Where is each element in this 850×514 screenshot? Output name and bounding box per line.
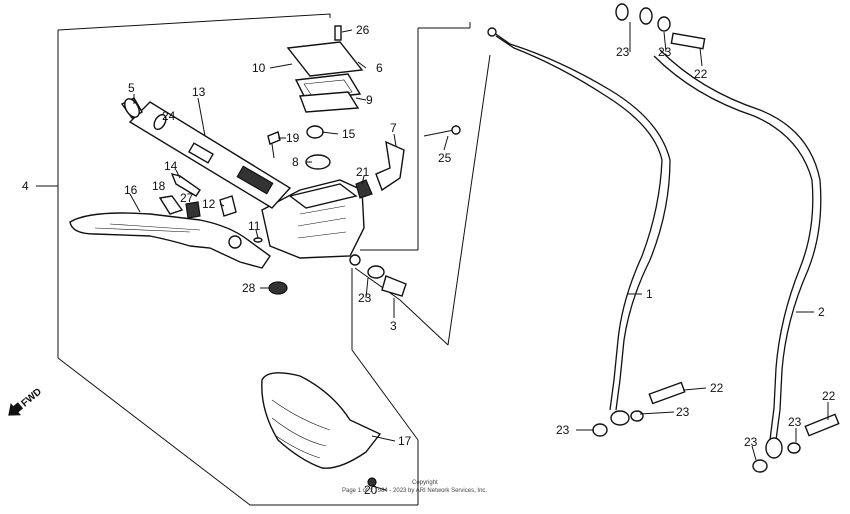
callout-7: 7 xyxy=(390,121,397,135)
callout-12: 12 xyxy=(202,197,216,211)
callout-22-b: 22 xyxy=(710,381,724,395)
reservoir-cap-stack xyxy=(286,25,364,113)
callout-23-f: 23 xyxy=(788,415,802,429)
callout-27: 27 xyxy=(180,191,194,205)
brake-hose-1 xyxy=(487,27,686,437)
callout-20: 20 xyxy=(364,483,378,497)
callout-18: 18 xyxy=(152,179,166,193)
callout-5: 5 xyxy=(128,81,135,95)
leader-lines xyxy=(36,22,829,491)
callout-11: 11 xyxy=(248,219,261,233)
callout-2: 2 xyxy=(818,305,825,319)
copyright-line-2: Page 1 of 1 1984 - 2023 by ARI Network S… xyxy=(342,488,487,494)
callout-15: 15 xyxy=(342,127,356,141)
callout-14: 14 xyxy=(164,159,178,173)
brake-lever xyxy=(69,212,271,269)
callout-22-c: 22 xyxy=(822,389,836,403)
forward-arrow-icon xyxy=(8,402,24,416)
piston-assembly xyxy=(128,101,292,209)
callout-3: 3 xyxy=(390,319,397,333)
callout-6: 6 xyxy=(376,61,383,75)
callout-23-d: 23 xyxy=(676,405,690,419)
callout-23-c: 23 xyxy=(658,45,672,59)
boot-cap xyxy=(120,97,143,119)
callout-21: 21 xyxy=(356,165,370,179)
fwd-label: FWD xyxy=(19,386,44,409)
callout-1: 1 xyxy=(646,287,653,301)
callout-22-a: 22 xyxy=(694,67,708,81)
callout-26: 26 xyxy=(356,23,370,37)
callout-labels: 4 5 24 13 10 6 9 26 19 15 8 7 25 21 14 1… xyxy=(22,23,836,497)
callout-23-a: 23 xyxy=(358,291,372,305)
callout-8: 8 xyxy=(292,155,299,169)
copyright-notice: Copyright Page 1 of 1 1984 - 2023 by ARI… xyxy=(342,480,487,494)
callout-23-g: 23 xyxy=(744,435,758,449)
callout-25: 25 xyxy=(438,151,452,165)
callout-4: 4 xyxy=(22,179,29,193)
assembly-outline xyxy=(57,13,491,506)
master-cylinder-body xyxy=(261,179,365,266)
callout-23-e: 23 xyxy=(556,423,570,437)
callout-28: 28 xyxy=(242,281,256,295)
brake-hose-2 xyxy=(615,3,840,473)
callout-17: 17 xyxy=(398,434,412,448)
forward-direction-indicator: FWD xyxy=(8,386,44,416)
small-parts xyxy=(158,125,461,297)
callout-24: 24 xyxy=(162,109,176,123)
copyright-line-1: Copyright xyxy=(412,480,438,486)
callout-16: 16 xyxy=(124,183,138,197)
callout-9: 9 xyxy=(366,93,373,107)
callout-10: 10 xyxy=(252,61,266,75)
callout-23-b: 23 xyxy=(616,45,630,59)
callout-19: 19 xyxy=(286,131,300,145)
callout-13: 13 xyxy=(192,85,206,99)
hand-guard xyxy=(261,372,382,487)
